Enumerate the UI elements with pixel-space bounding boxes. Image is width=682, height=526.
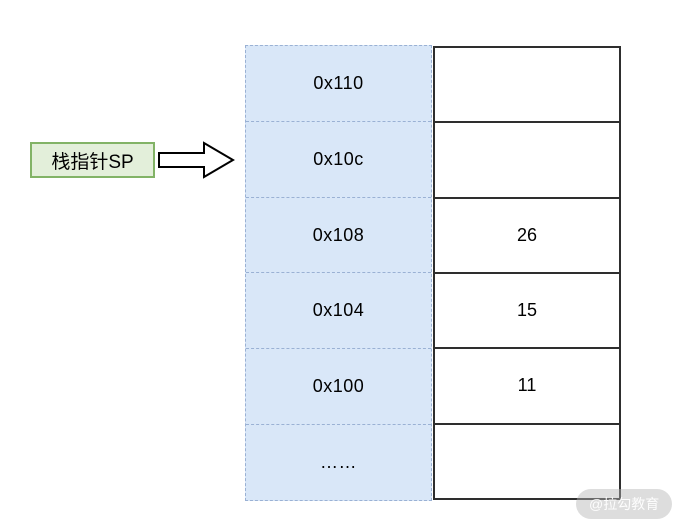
address-cell: 0x104 (246, 273, 431, 350)
value-cell (435, 123, 619, 199)
value-cell (435, 425, 619, 498)
address-cell: 0x100 (246, 349, 431, 426)
value-cell: 11 (435, 349, 619, 425)
address-cell: …… (320, 452, 357, 473)
address-cell: 0x10c (246, 122, 431, 198)
value-cell: 15 (435, 274, 619, 350)
value-cell (435, 48, 619, 124)
stack-pointer-label: 栈指针SP (30, 142, 155, 178)
address-cell: 0x108 (246, 198, 431, 274)
address-cell: 0x110 (246, 46, 431, 122)
value-cell: 26 (435, 199, 619, 274)
watermark-badge: @拉勾教育 (576, 489, 673, 519)
right-arrow-icon (158, 141, 235, 179)
